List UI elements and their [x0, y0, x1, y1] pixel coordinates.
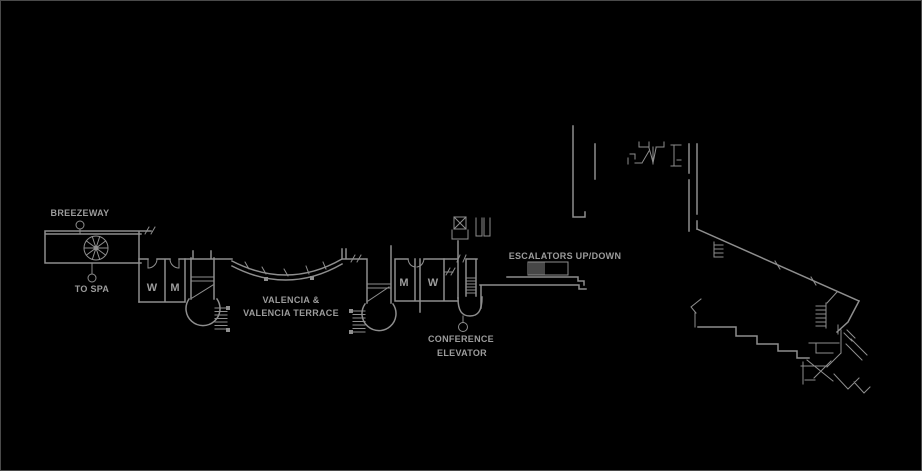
grand-staircase-east-icon: [341, 245, 397, 334]
corner-detail: [690, 298, 702, 328]
elevator-shafts-icon: [475, 217, 491, 237]
wall-break-icon: [456, 254, 467, 263]
elevator-x: [453, 216, 467, 230]
entry-vestibule: [627, 141, 682, 167]
wall-break-icon: [443, 267, 456, 276]
elevator-door-hatch: [466, 277, 476, 294]
corridor-wall: [44, 230, 152, 303]
stair-cluster-lower: [800, 338, 871, 394]
elevator-bank: [451, 216, 491, 240]
valencia-promenade: VALENCIA & VALENCIA TERRACE: [230, 257, 344, 318]
to-spa-label: TO SPA: [75, 284, 110, 294]
conference-elevator-label-line1: CONFERENCE: [428, 334, 494, 344]
column: [264, 277, 268, 281]
escalator-area: ESCALATORS UP/DOWN: [479, 251, 622, 309]
escalator-icon: [527, 261, 569, 276]
north-wall: [572, 125, 586, 218]
corridor-walls: [688, 143, 698, 232]
escalators-label: ESCALATORS UP/DOWN: [509, 251, 622, 261]
valencia-label-line1: VALENCIA &: [263, 295, 320, 305]
restroom-walls: [138, 258, 186, 303]
door-swing-icon: [407, 258, 425, 268]
breezeway-label: BREEZEWAY: [51, 208, 110, 218]
diagonal-return-wall: [835, 299, 861, 334]
spiral-stair-icon: [83, 235, 109, 261]
rounded-vestibule: [457, 296, 483, 317]
breezeway-area: BREEZEWAY TO SPA: [44, 208, 156, 303]
elevator-shaft: [451, 229, 469, 240]
breezeway-marker: [75, 220, 85, 230]
restrooms-east: M W: [394, 258, 459, 313]
elevator-icon: [453, 216, 467, 230]
stair-cluster-middle: [808, 329, 856, 368]
ballroom-wing: [572, 125, 871, 394]
valencia-label-line2: VALENCIA TERRACE: [243, 308, 339, 318]
restroom-m-east-label: M: [399, 277, 408, 289]
stair-treads: [214, 307, 228, 330]
stepped-terrace-wall: [697, 326, 810, 359]
stair-cluster-upper: [815, 291, 839, 335]
restroom-w-west-label: W: [147, 282, 158, 294]
column: [310, 276, 314, 280]
door-swing-icon: [147, 258, 180, 269]
restrooms-west: W M: [138, 258, 186, 303]
conference-elevator-marker: [458, 322, 468, 332]
escalator-hatch: [529, 261, 545, 276]
conference-elevator-label-line2: ELEVATOR: [437, 348, 487, 358]
restroom-w-east-label: W: [428, 277, 439, 289]
restroom-m-west-label: M: [170, 282, 179, 294]
grand-staircase-west-icon: [184, 250, 233, 332]
corridor-walls: [479, 276, 587, 309]
door-swing-ticks: [244, 261, 327, 277]
curved-corridor-wall: [230, 257, 344, 281]
conference-elevator-area: CONFERENCE ELEVATOR: [428, 240, 494, 358]
wall-break-ticks: [774, 260, 817, 286]
stair-treads: [352, 310, 366, 333]
spa-marker: [87, 273, 97, 283]
restroom-walls: [394, 258, 459, 313]
stair-icon-small: [713, 241, 724, 258]
wall-break-icon: [144, 226, 156, 235]
wall-break-icon: [350, 254, 362, 263]
